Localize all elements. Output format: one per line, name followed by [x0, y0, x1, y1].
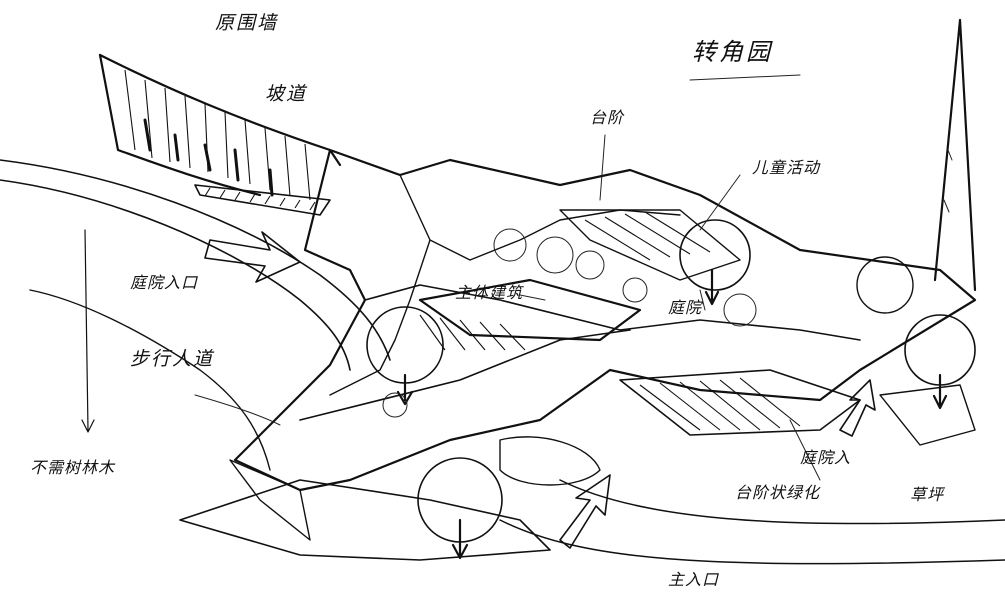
- label-main-entrance: 主入口: [668, 570, 720, 589]
- label-courtyard: 庭院: [668, 298, 703, 317]
- slope-drawing: [194, 184, 331, 216]
- lower-platforms: [179, 384, 976, 561]
- label-step-platform: 台阶: [590, 108, 625, 127]
- road-curves: [0, 159, 391, 471]
- label-courtyard-entrance-right: 庭院入: [800, 448, 852, 467]
- label-courtyard-entrance-left: 庭院入口: [130, 273, 199, 292]
- road-lower: [499, 479, 1005, 565]
- leader-lines: [194, 74, 821, 481]
- main-building-outline: [233, 148, 977, 492]
- entrance-arrows: [204, 231, 876, 549]
- right-spire: [933, 18, 977, 292]
- label-main-building: 主体建筑: [455, 283, 524, 302]
- label-slope: 坡道: [265, 83, 308, 105]
- label-title: 转角园: [692, 38, 773, 66]
- label-kids-activity: 儿童活动: [752, 158, 821, 177]
- label-original-wall: 原围墙: [215, 12, 279, 34]
- label-lawn: 草坪: [910, 485, 945, 504]
- step-terraces: [559, 209, 861, 436]
- label-step-green: 台阶状绿化: [735, 483, 821, 502]
- main-building-wing: [418, 278, 642, 351]
- original-wall-drawing: [98, 53, 342, 201]
- label-pedestrian-path: 步行人道: [130, 348, 215, 370]
- trees: [366, 219, 976, 560]
- label-keep-trees: 不需树林木: [30, 458, 116, 477]
